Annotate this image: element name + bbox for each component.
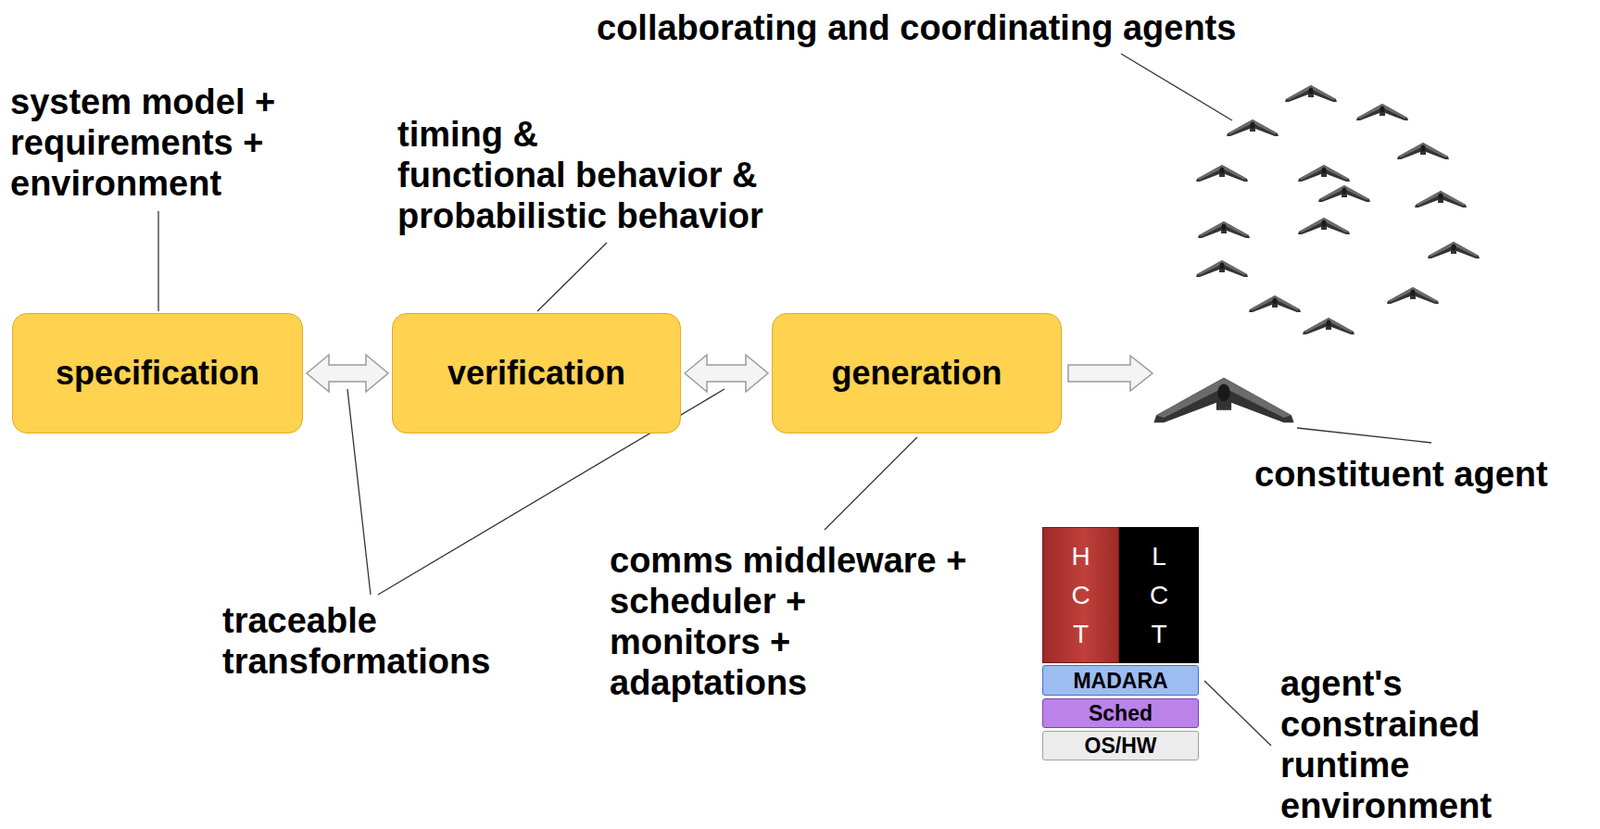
os-layer: OS/HW xyxy=(1042,730,1199,761)
node-text: Sched xyxy=(1088,700,1153,727)
drone-icon xyxy=(1318,185,1371,202)
middleware-layer: MADARA xyxy=(1042,665,1199,696)
drone-icon xyxy=(1226,119,1279,137)
leader-line xyxy=(1121,53,1233,121)
callout-text: constituent agent xyxy=(1254,453,1549,495)
process-box: generation xyxy=(771,313,1062,434)
callout-text: collaborating and coordinating agents xyxy=(596,7,1236,49)
drone-icon xyxy=(1248,295,1301,313)
leader-lines xyxy=(158,53,1432,746)
node-text: MADARA xyxy=(1072,667,1168,694)
callout-text: traceable transformations xyxy=(222,600,491,682)
drone-icon xyxy=(1297,217,1350,235)
drone-icon xyxy=(1196,260,1248,278)
drone-icon xyxy=(1297,164,1350,182)
drone-icon xyxy=(1397,142,1449,160)
lct-block: L C T xyxy=(1119,527,1199,664)
drone-icon xyxy=(1427,241,1480,259)
drone-swarm xyxy=(1196,85,1480,335)
process-box: verification xyxy=(391,313,681,434)
leader-line xyxy=(1204,680,1272,746)
drone-icon xyxy=(1302,317,1355,335)
node-text: H C T xyxy=(1070,537,1090,655)
hct-block: H C T xyxy=(1042,527,1120,664)
leader-line xyxy=(347,389,371,595)
callout-text: system model + requirements + environmen… xyxy=(10,81,276,204)
node-text: specification xyxy=(55,353,260,393)
callout-text: agent's constrained runtime environment xyxy=(1280,663,1492,827)
node-text: L C T xyxy=(1149,537,1169,655)
leader-line xyxy=(824,437,918,530)
drone-icon xyxy=(1197,221,1250,239)
node-text: verification xyxy=(447,353,626,393)
node-text: generation xyxy=(831,353,1002,393)
scheduler-layer: Sched xyxy=(1042,698,1199,729)
node-text: OS/HW xyxy=(1084,732,1158,759)
block-arrow xyxy=(684,354,769,392)
drone-icon-large xyxy=(1153,377,1294,424)
block-arrow xyxy=(1068,355,1153,391)
process-box: specification xyxy=(12,313,303,434)
block-arrow xyxy=(306,354,389,392)
leader-line xyxy=(537,242,607,312)
drone-icon xyxy=(1285,85,1337,102)
drone-icon xyxy=(1386,287,1439,304)
drone-icon xyxy=(1356,103,1409,121)
drone-icon xyxy=(1196,164,1248,182)
leader-line xyxy=(1297,428,1432,443)
drone-icon xyxy=(1414,190,1467,208)
callout-text: comms middleware + scheduler + monitors … xyxy=(609,540,967,704)
leader-line xyxy=(157,211,159,312)
callout-text: timing & functional behavior & probabili… xyxy=(397,113,764,237)
